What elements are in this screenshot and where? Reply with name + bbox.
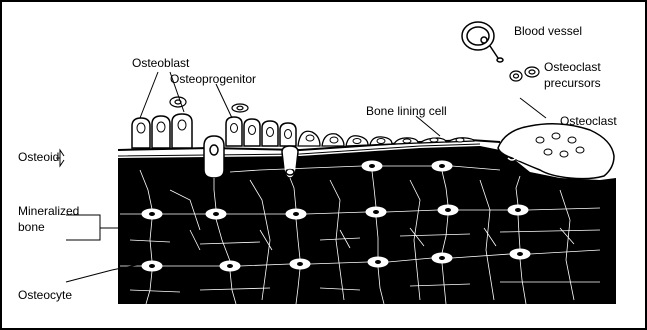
label-osteoblast: Osteoblast (132, 56, 189, 70)
label-osteoprogenitor: Osteoprogenitor (170, 72, 256, 86)
label-osteoid: Osteoid (18, 150, 59, 164)
label-osteocyte: Osteocyte (18, 288, 72, 302)
label-mineralized-1: Mineralized (18, 204, 79, 218)
osteoclast-precursors (510, 67, 539, 81)
label-osteoclast: Osteoclast (560, 114, 617, 128)
label-osteoclast-precursors-2: precursors (544, 76, 601, 90)
blood-vessel (462, 22, 503, 62)
label-blood-vessel: Blood vessel (514, 24, 582, 38)
bone-lining-cells (298, 131, 474, 146)
label-mineralized-2: bone (18, 220, 45, 234)
label-osteoclast-precursors-1: Osteoclast (544, 60, 601, 74)
label-bone-lining-cell: Bone lining cell (366, 104, 447, 118)
